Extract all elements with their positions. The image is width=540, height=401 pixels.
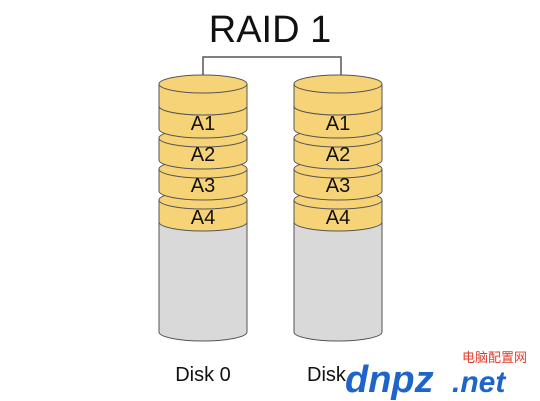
watermark: dnpz .net 电脑配置网 <box>345 350 527 401</box>
disk-0-block-label: A3 <box>191 175 215 197</box>
disk-1: A4 A3 A2 A1 Disk <box>293 74 383 386</box>
disk-0-label: Disk 0 <box>175 364 231 386</box>
disk-1-block-label: A3 <box>326 175 350 197</box>
watermark-site: dnpz <box>345 359 434 401</box>
disk-0-block-label: A4 <box>191 207 215 229</box>
disk-0-block-label: A1 <box>191 113 215 135</box>
disk-0: A4 A3 A2 A1 Disk 0 <box>158 74 248 386</box>
disk-0-empty-area <box>158 222 248 342</box>
mirror-connector <box>202 56 342 80</box>
disk-1-empty-area <box>293 222 383 342</box>
watermark-tld: .net <box>452 366 507 399</box>
disk-1-block-label: A1 <box>326 113 350 135</box>
disk-1-label: Disk <box>307 364 347 386</box>
disk-0-top-cap <box>158 74 248 116</box>
diagram-title: RAID 1 <box>209 9 331 51</box>
disk-1-block-label: A4 <box>326 207 350 229</box>
disk-1-block-label: A2 <box>326 144 350 166</box>
disk-0-block-a3: A3 <box>158 159 248 201</box>
disk-0-block-label: A2 <box>191 144 215 166</box>
disk-1-top-cap <box>293 74 383 116</box>
watermark-cn-text: 电脑配置网 <box>462 350 527 365</box>
